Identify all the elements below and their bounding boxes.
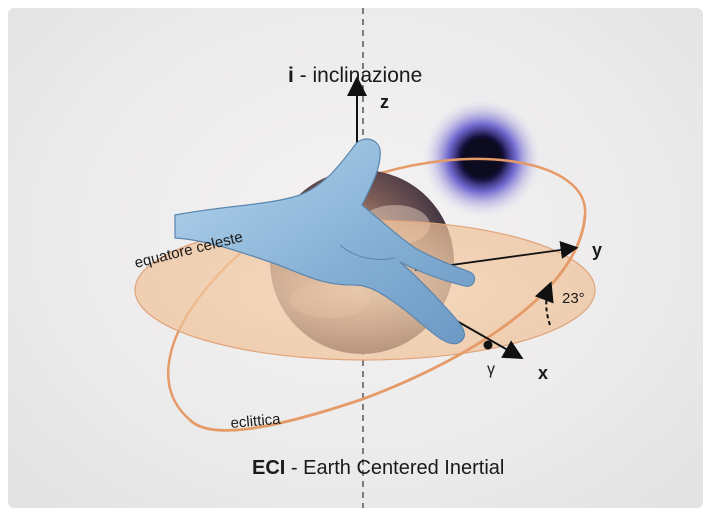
title-text: i - inclinazione [288,64,422,87]
y-axis-label: y [592,240,602,260]
ecliptic-label: eclittica [230,411,282,432]
x-axis-label: x [538,363,548,383]
inclination-angle-label: 23° [562,290,585,307]
z-axis-label: z [380,92,389,112]
vernal-point-dot [484,341,493,350]
caption-text: ECI - Earth Centered Inertial [252,457,504,479]
vernal-point-label: γ [487,361,495,378]
